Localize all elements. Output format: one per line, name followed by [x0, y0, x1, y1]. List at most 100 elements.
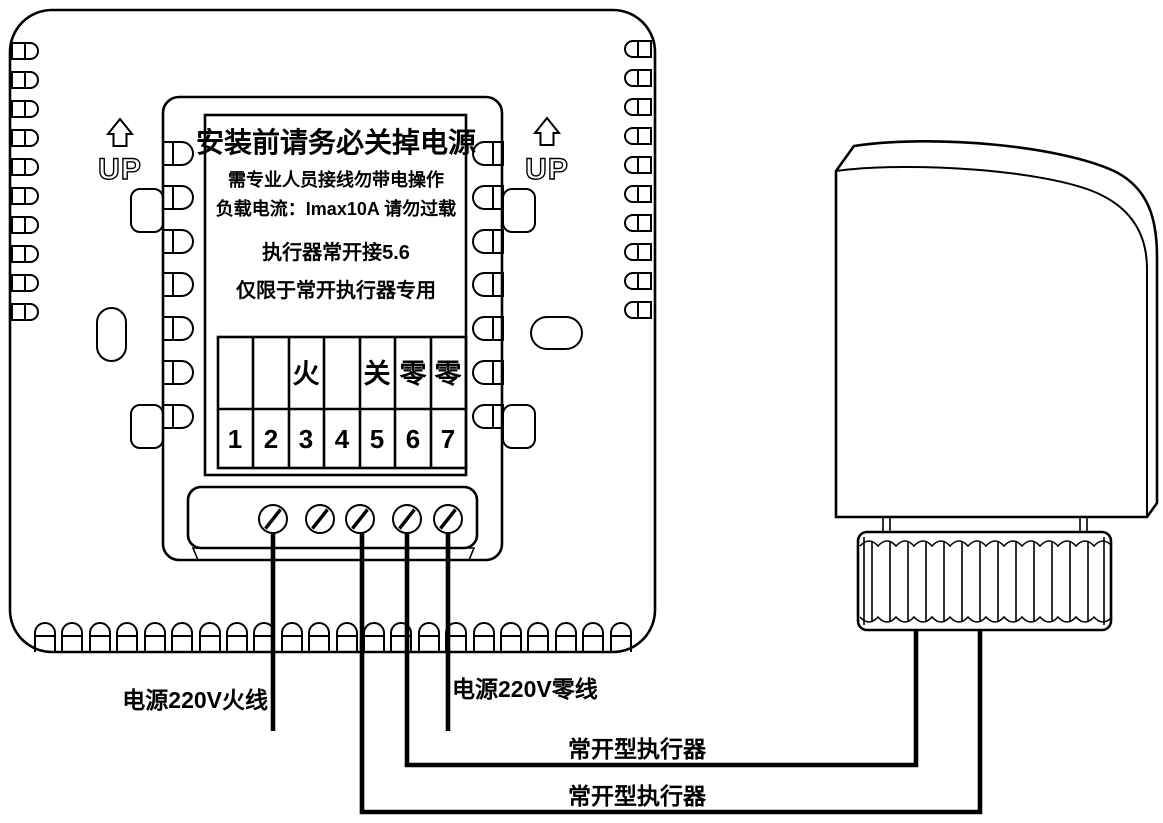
actuator-collar [856, 530, 1113, 632]
vent-slot-icon [11, 71, 39, 89]
warning-label: 安装前请务必关掉电源 需专业人员接线勿带电操作 负载电流：Imax10A 请勿过… [196, 113, 476, 477]
vent-slot-icon [624, 301, 652, 319]
mounting-hole-left [96, 307, 127, 362]
vent-slot-icon [162, 185, 194, 210]
vent-slot-icon [472, 272, 504, 297]
vent-arch-icon [308, 622, 330, 653]
up-indicator-right: UP [524, 117, 569, 187]
thermostat-backplate: UP UP [8, 8, 657, 654]
vent-arch-icon [226, 622, 248, 653]
vent-slot-icon [472, 185, 504, 210]
vent-slot-icon [472, 141, 504, 166]
vent-slot-icon [162, 141, 194, 166]
bottom-edge-vent-arches [34, 622, 632, 653]
vent-slot-icon [624, 214, 652, 232]
vent-arch-icon [171, 622, 193, 653]
vent-slot-icon [162, 272, 194, 297]
function-cell: 关 [364, 359, 391, 389]
terminal-table: 火 关 零 零 1 2 3 4 5 6 7 [216, 335, 468, 470]
module-right-slots [472, 141, 504, 429]
terminal-screws [258, 504, 463, 534]
wire-labels: 电源220V火线 电源220V零线 常开型执行器 常开型执行器 [122, 676, 707, 809]
vent-slot-icon [624, 156, 652, 174]
terminal-strip [186, 485, 479, 561]
terminal-strip-lip [191, 547, 476, 561]
vent-arch-icon [500, 622, 522, 653]
vent-slot-icon [624, 127, 652, 145]
function-cell: 火 [293, 359, 320, 389]
vent-slot-icon [11, 245, 39, 263]
module-outline [161, 95, 504, 562]
left-edge-vent-slots [11, 42, 39, 321]
up-indicator-left: UP [97, 118, 142, 187]
warning-label-outline [203, 113, 468, 477]
warning-note-1: 需专业人员接线勿带电操作 [228, 169, 444, 190]
terminal-number: 1 [228, 424, 242, 454]
vent-slot-icon [472, 360, 504, 385]
vent-slot-icon [11, 216, 39, 234]
vent-slot-icon [11, 303, 39, 321]
vent-arch-icon [34, 622, 56, 653]
terminal-number: 3 [299, 424, 313, 454]
collar-scallop-bottom [859, 615, 1113, 623]
vent-arch-icon [89, 622, 111, 653]
vent-slot-icon [11, 187, 39, 205]
snap-tab-icon [130, 404, 164, 449]
vent-slot-icon [624, 272, 652, 290]
warning-title: 安装前请务必关掉电源 [196, 126, 476, 158]
actuator-wire-label-2: 常开型执行器 [568, 783, 707, 809]
vent-arch-icon [363, 622, 385, 653]
screw-terminal-icon [305, 504, 335, 534]
vent-slot-icon [11, 100, 39, 118]
wire-actuator-2 [359, 533, 983, 815]
collar-knurl-ribs [863, 537, 1105, 625]
vent-slot-icon [624, 185, 652, 203]
vent-slot-icon [624, 98, 652, 116]
vent-arch-icon [527, 622, 549, 653]
actuator-wire-label-1: 常开型执行器 [568, 736, 707, 762]
table-column-dividers [251, 337, 433, 468]
screw-terminal-icon [345, 504, 375, 534]
vent-slot-icon [11, 274, 39, 292]
thermostat-module: 安装前请务必关掉电源 需专业人员接线勿带电操作 负载电流：Imax10A 请勿过… [161, 95, 504, 562]
right-edge-vent-slots [624, 40, 652, 319]
screw-terminal-icon [433, 504, 463, 534]
vent-arch-icon [610, 622, 632, 653]
warning-note-3: 执行器常开接5.6 [262, 240, 410, 264]
snap-tab-icon [502, 188, 536, 233]
vent-slot-icon [11, 42, 39, 60]
up-label: UP [98, 153, 142, 186]
table-number-row: 1 2 3 4 5 6 7 [228, 424, 455, 454]
table-function-row: 火 关 零 零 [293, 359, 463, 389]
vent-slot-icon [11, 158, 39, 176]
terminal-number: 6 [406, 424, 420, 454]
vent-slot-icon [472, 229, 504, 254]
vent-slot-icon [162, 316, 194, 341]
function-cell: 零 [399, 359, 428, 389]
vent-arch-icon [116, 622, 138, 653]
vent-slot-icon [162, 229, 194, 254]
actuator-head-outline [834, 140, 1159, 519]
screw-terminal-icon [392, 504, 422, 534]
vent-arch-icon [473, 622, 495, 653]
terminal-number: 2 [264, 424, 278, 454]
actuator-head-edge [835, 165, 1148, 517]
collar-outline [856, 530, 1113, 632]
backplate-outline [8, 8, 657, 654]
wires [270, 533, 983, 815]
vent-slot-icon [624, 243, 652, 261]
vent-arch-icon [555, 622, 577, 653]
terminal-table-outline [216, 335, 468, 470]
vent-arch-icon [61, 622, 83, 653]
vent-slot-icon [624, 69, 652, 87]
vent-arch-icon [582, 622, 604, 653]
vent-slot-icon [162, 404, 194, 429]
up-arrow-icon [534, 117, 560, 146]
vent-slot-icon [624, 40, 652, 58]
neutral-wire-label: 电源220V零线 [452, 676, 598, 702]
mounting-hole-right [530, 316, 583, 350]
live-wire-label: 电源220V火线 [122, 687, 268, 713]
vent-arch-icon [418, 622, 440, 653]
